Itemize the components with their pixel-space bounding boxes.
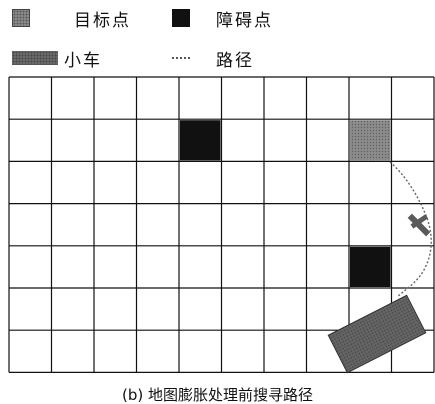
legend-path: 路径 bbox=[172, 44, 254, 72]
car bbox=[327, 294, 427, 374]
path-waypoint-marker-cross bbox=[410, 214, 429, 229]
legend-row-2: 小车 路径 bbox=[0, 44, 435, 72]
path-line bbox=[389, 161, 432, 298]
car-swatch-icon bbox=[12, 51, 58, 65]
obstacle-swatch-icon bbox=[172, 9, 190, 27]
legend-obstacle-label: 障碍点 bbox=[216, 10, 273, 31]
legend-target: 目标点 bbox=[12, 4, 131, 32]
legend-car-label: 小车 bbox=[64, 50, 102, 71]
obstacle-cell bbox=[180, 120, 221, 161]
legend-path-label: 路径 bbox=[216, 50, 254, 71]
target-swatch-icon bbox=[12, 9, 30, 27]
legend-target-label: 目标点 bbox=[74, 10, 131, 31]
legend-obstacle: 障碍点 bbox=[172, 4, 273, 32]
figure-caption: (b) 地图膨胀处理前搜寻路径 bbox=[122, 386, 313, 404]
legend-row-1: 目标点 障碍点 bbox=[0, 4, 435, 32]
legend-car: 小车 bbox=[12, 44, 102, 72]
obstacle-cell bbox=[350, 246, 391, 287]
target-cell bbox=[350, 120, 391, 161]
path-waypoint-marker bbox=[407, 213, 431, 237]
path-swatch-icon bbox=[172, 57, 190, 59]
